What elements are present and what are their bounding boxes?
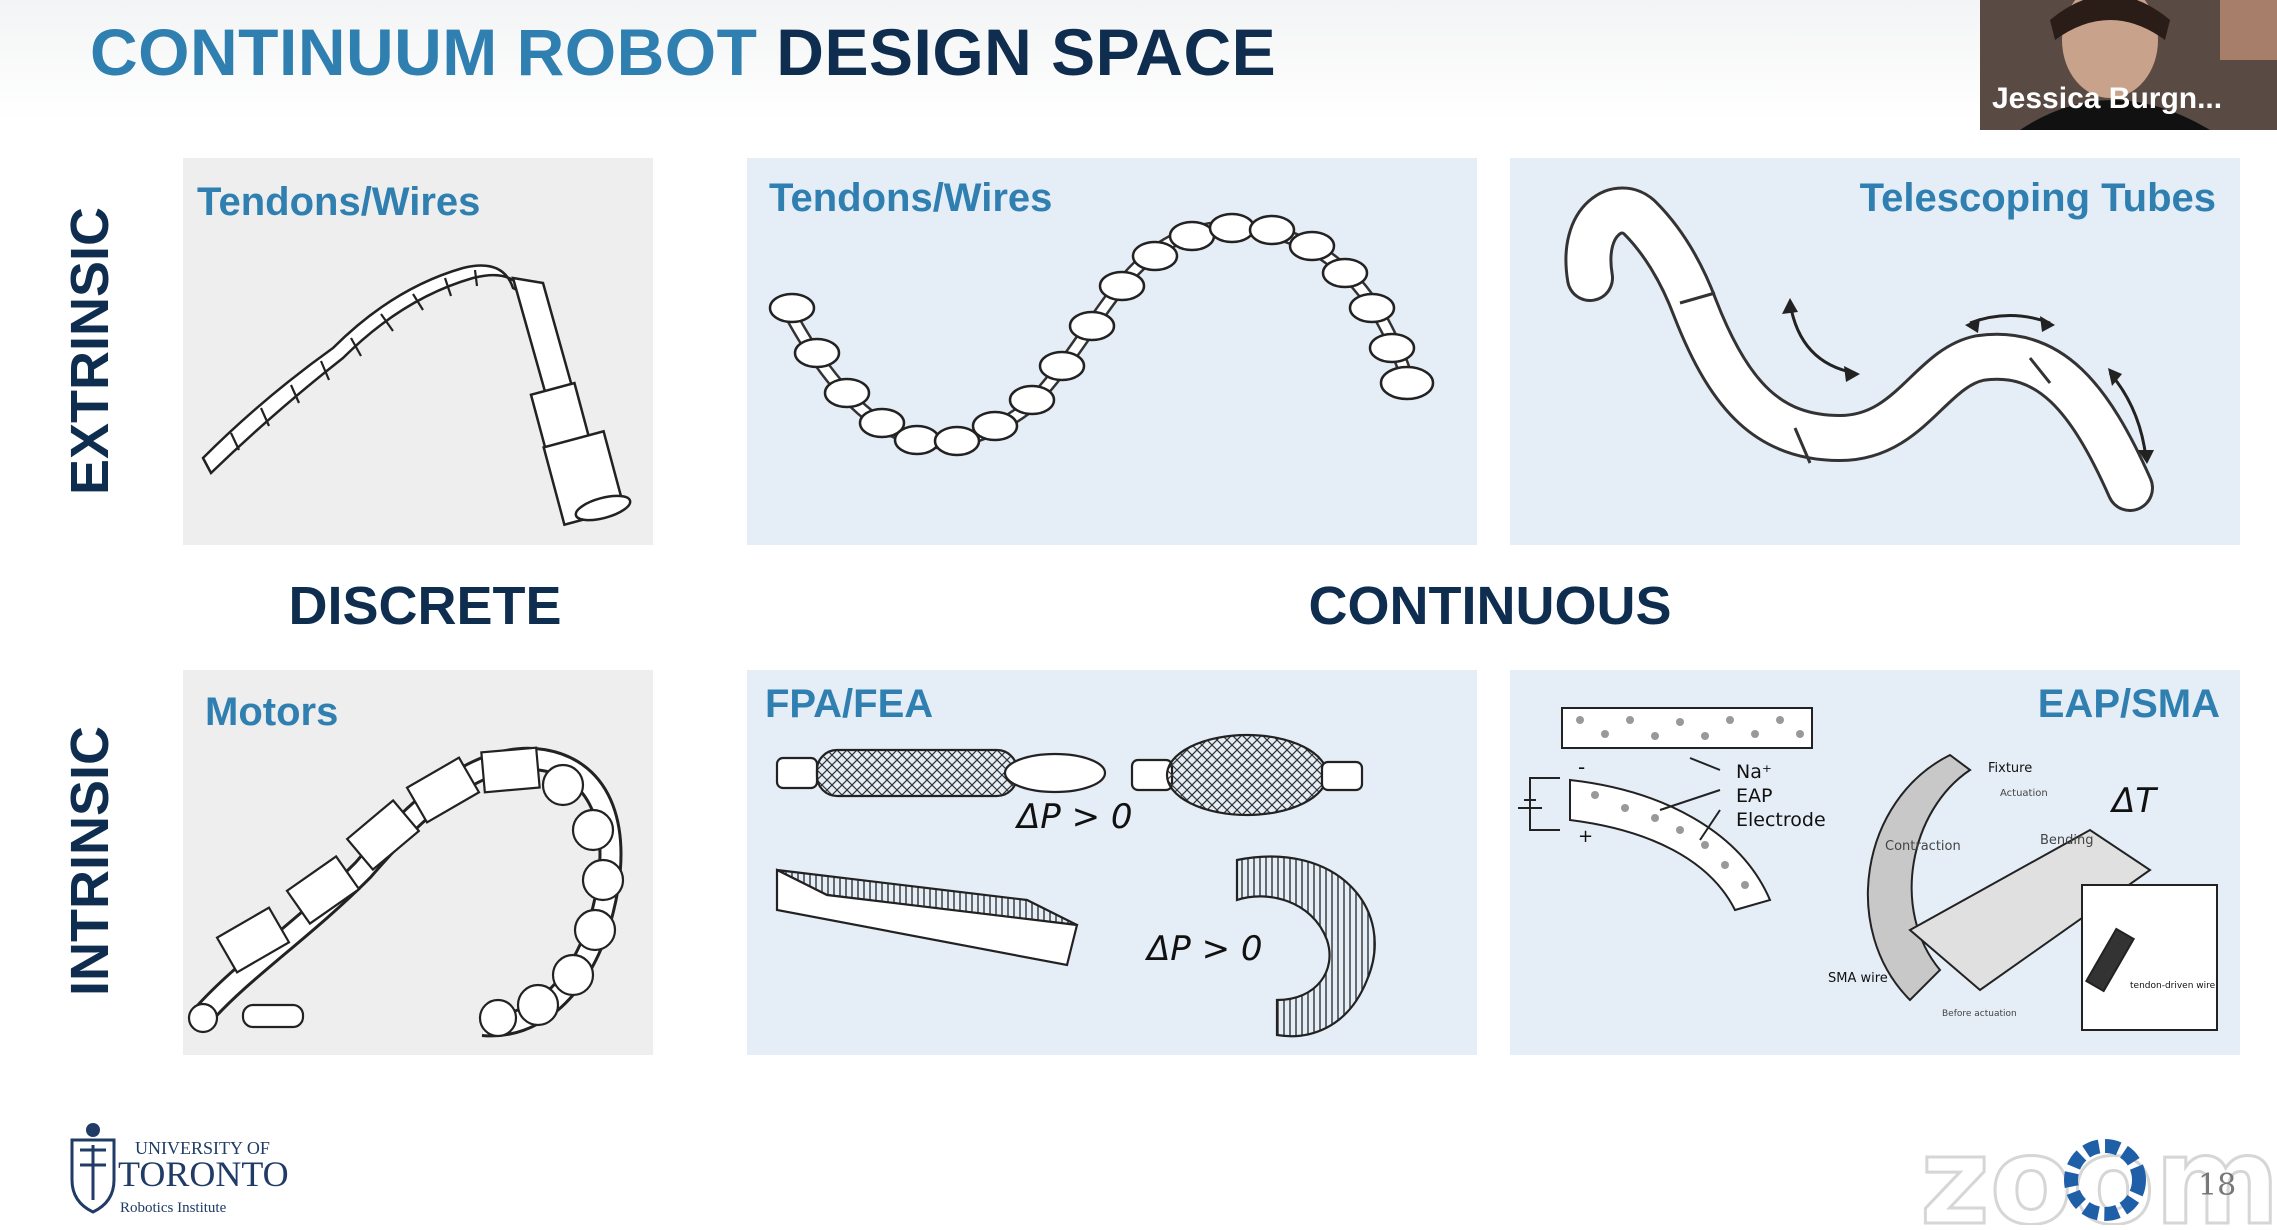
column-label-continuous: CONTINUOUS bbox=[1308, 576, 1672, 636]
title-part-2: DESIGN SPACE bbox=[776, 15, 1277, 89]
panel-fpa-fea: FPA/FEA ΔP > 0 Δ bbox=[747, 670, 1477, 1055]
logo-line-1: UNIVERSITY OF bbox=[135, 1138, 270, 1158]
participant-video-tile[interactable]: Jessica Burgn... bbox=[1980, 0, 2277, 130]
column-label-discrete: DISCRETE bbox=[288, 576, 562, 636]
tendon-driven-label: tendon-driven wire bbox=[2130, 981, 2216, 991]
panel-telescoping-tubes: Telescoping Tubes bbox=[1510, 158, 2240, 545]
segmented-tendon-robot-illustration bbox=[201, 264, 632, 527]
plus-label: + bbox=[1578, 826, 1593, 847]
logo-line-2: TORONTO bbox=[118, 1154, 289, 1194]
telescoping-tubes-illustration bbox=[1564, 186, 2154, 512]
pressure-equation-1: ΔP > 0 bbox=[1014, 797, 1133, 837]
fixture-label: Fixture bbox=[1988, 761, 2032, 776]
row-label-intrinsic: INTRINSIC bbox=[60, 726, 120, 996]
bending-label: Bending bbox=[2040, 833, 2094, 848]
slide-title: CONTINUUM ROBOT DESIGN SPACE bbox=[90, 14, 1276, 90]
tendon-wire-robot-illustration bbox=[768, 212, 1435, 457]
before-actuation-label: Before actuation bbox=[1942, 1009, 2017, 1019]
contraction-label: Contraction bbox=[1885, 839, 1961, 854]
panel-label: EAP/SMA bbox=[2037, 682, 2220, 726]
row-label-extrinsic: EXTRINSIC bbox=[60, 206, 120, 496]
participant-name: Jessica Burgn... bbox=[1992, 82, 2223, 115]
panel-label: Tendons/Wires bbox=[769, 176, 1053, 220]
sma-wire-label: SMA wire bbox=[1828, 971, 1888, 986]
actuation-label: Actuation bbox=[2000, 788, 2048, 799]
panel-extrinsic-discrete: Tendons/Wires bbox=[183, 158, 653, 545]
university-logo: UNIVERSITY OF TORONTO Robotics Institute bbox=[70, 1120, 330, 1220]
participant-video-feed bbox=[1980, 0, 2277, 130]
panel-label: Motors bbox=[205, 690, 339, 734]
panel-intrinsic-discrete: Motors bbox=[183, 670, 653, 1055]
minus-label: - bbox=[1578, 755, 1585, 779]
panel-label: FPA/FEA bbox=[765, 682, 934, 726]
motor-snake-robot-illustration bbox=[187, 746, 625, 1038]
panel-extrinsic-continuous: Tendons/Wires bbox=[747, 158, 1477, 545]
fluidic-actuators-illustration: ΔP > 0 ΔP > 0 bbox=[775, 733, 1376, 1038]
delta-t-label: ΔT bbox=[2109, 781, 2158, 821]
pressure-equation-2: ΔP > 0 bbox=[1144, 929, 1263, 969]
panel-eap-sma: EAP/SMA bbox=[1510, 670, 2240, 1055]
na-label: Na⁺ bbox=[1736, 761, 1772, 783]
panel-label: Tendons/Wires bbox=[197, 180, 481, 224]
logo-line-3: Robotics Institute bbox=[120, 1200, 227, 1216]
uoft-crest-icon: UNIVERSITY OF TORONTO Robotics Institute bbox=[70, 1123, 289, 1216]
title-part-1: CONTINUUM ROBOT bbox=[90, 15, 758, 89]
eap-label: EAP bbox=[1736, 785, 1772, 807]
electrode-label: Electrode bbox=[1736, 809, 1826, 831]
eap-sma-illustration: Na⁺ EAP Electrode - + Fixture Actuation … bbox=[1518, 707, 2218, 1031]
panel-label: Telescoping Tubes bbox=[1859, 176, 2216, 220]
page-number: 18 bbox=[2198, 1168, 2237, 1203]
